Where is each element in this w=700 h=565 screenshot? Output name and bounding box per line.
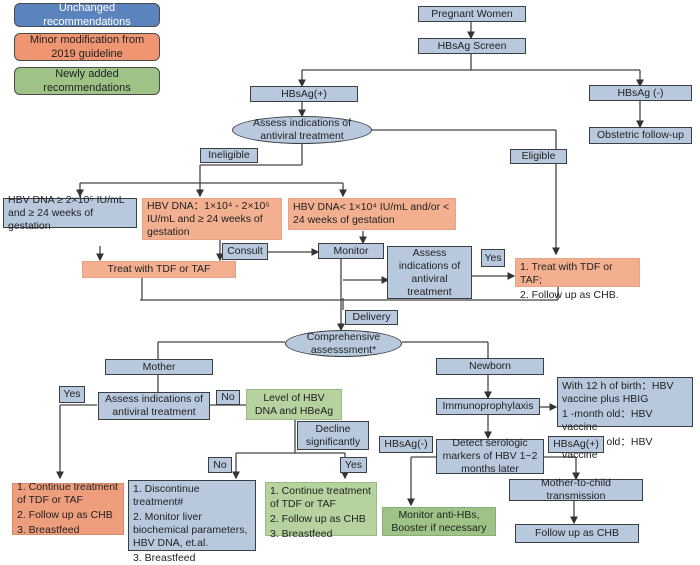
node-hbsag-negative: HBsAg (-): [589, 85, 692, 101]
node-monitor: Monitor: [318, 243, 384, 259]
node-vaccine-schedule: With 12 h of birth：HBV vaccine plus HBIG…: [557, 377, 693, 461]
node-mother: Mother: [105, 359, 213, 375]
node-hbsag-positive: HBsAg(+): [250, 86, 358, 102]
label-yes-mother: Yes: [59, 386, 85, 403]
legend-minor-label: Minor modification from 2019 guideline: [29, 34, 145, 60]
node-treat-followup: 1. Treat with TDF or TAF;2. Follow up as…: [515, 258, 640, 301]
label-eligible: Eligible: [510, 149, 567, 164]
node-treat-tdf-taf: Treat with TDF or TAF: [82, 261, 236, 278]
node-level-dna-hbeag: Level of HBV DNA and HBeAg: [246, 389, 342, 420]
legend-unchanged: Unchanged recommendations: [14, 2, 160, 28]
node-hbsag-screen: HBsAg Screen: [418, 38, 526, 54]
node-obstetric-followup: Obstetric follow-up: [589, 127, 692, 144]
legend-unchanged-label: Unchanged recommendations: [43, 2, 131, 28]
node-dna-high: HBV DNA ≥ 2×10⁵ IU/mL and ≥ 24 weeks of …: [3, 194, 137, 232]
node-immunoprophylaxis: Immunoprophylaxis: [436, 398, 540, 415]
node-monitor-antihbs: Monitor anti-HBs, Booster if necessary: [382, 507, 496, 536]
legend-new: Newly added recommendations: [14, 67, 160, 95]
node-mother-to-child: Mother-to-child transmission: [509, 477, 643, 502]
node-followup-chb: Follow up as CHB: [515, 524, 639, 543]
node-detect-markers: Detect serologic markers of HBV 1~2 mont…: [436, 437, 544, 475]
label-yes-decline: Yes: [340, 457, 367, 473]
node-newborn: Newborn: [436, 358, 544, 375]
label-no-mother: No: [216, 390, 240, 405]
legend-new-label: Newly added recommendations: [43, 68, 131, 94]
node-pregnant-women: Pregnant Women: [418, 6, 526, 22]
label-delivery: Delivery: [345, 310, 398, 325]
node-comprehensive-assessment: Comprehensive assesssment*: [285, 330, 402, 357]
node-assess-antiviral: Assess indications of antiviral treatmen…: [232, 116, 372, 144]
label-hbsag-positive-newborn: HBsAg(+): [548, 436, 604, 453]
label-yes-eligible: Yes: [481, 249, 505, 267]
node-dna-mid: HBV DNA：1×10⁴ - 2×10⁵ IU/mL and ≥ 24 wee…: [142, 198, 282, 240]
node-dna-low: HBV DNA< 1×10⁴ IU/mL and/or < 24 weeks o…: [288, 198, 456, 230]
legend-minor: Minor modification from 2019 guideline: [14, 33, 160, 61]
node-assess-antiviral-3: Assess indications of antiviral treatmen…: [98, 392, 210, 420]
label-decline-significantly: Decline significantly: [297, 421, 369, 450]
label-ineligible: Ineligible: [200, 148, 258, 163]
node-discontinue: 1. Discontinue treatment#2. Monitor live…: [128, 480, 256, 564]
node-assess-antiviral-2: Assess indications of antiviral treatmen…: [387, 246, 472, 299]
label-no-decline: No: [208, 457, 232, 473]
label-hbsag-negative-newborn: HBsAg(-): [379, 436, 433, 453]
label-consult: Consult: [222, 243, 268, 260]
